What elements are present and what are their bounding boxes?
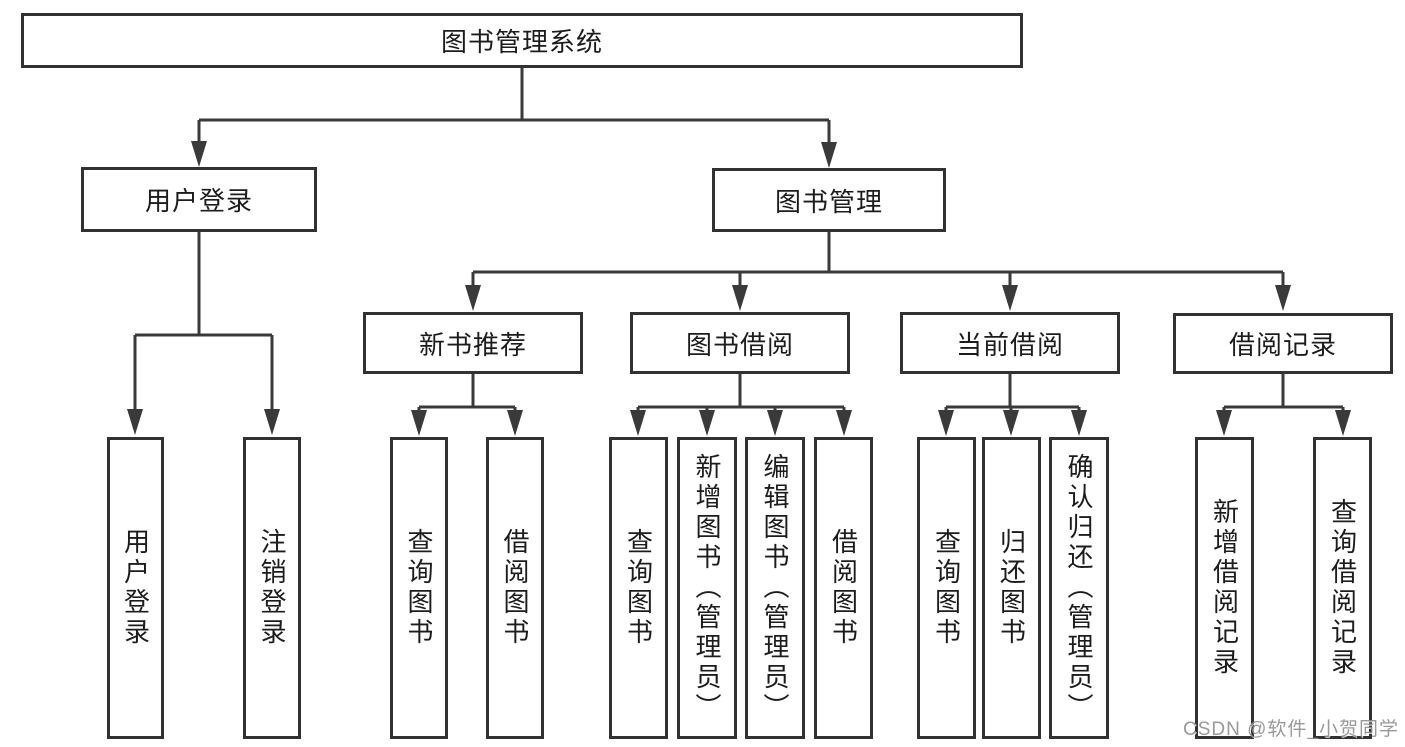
leaf-borrow-books-recommend: 借阅图书 xyxy=(486,437,544,739)
leaf-query-books-current: 查询图书 xyxy=(917,437,976,739)
leaf-query-books-recommend: 查询图书 xyxy=(390,437,448,739)
leaf-confirm-return-admin: 确认归还（管理员） xyxy=(1049,437,1109,739)
leaf-edit-book-admin: 编辑图书（管理员） xyxy=(745,437,805,739)
leaf-return-books: 归还图书 xyxy=(982,437,1041,739)
leaf-query-books-borrowing: 查询图书 xyxy=(609,437,668,739)
node-book-borrowing: 图书借阅 xyxy=(630,312,850,374)
leaf-logout: 注销登录 xyxy=(243,437,301,739)
leaf-add-borrow-record: 新增借阅记录 xyxy=(1195,437,1254,739)
node-current-borrowing: 当前借阅 xyxy=(900,312,1120,374)
leaf-user-login: 用户登录 xyxy=(107,437,164,739)
node-root: 图书管理系统 xyxy=(21,13,1023,68)
leaf-borrow-books-borrowing: 借阅图书 xyxy=(814,437,873,739)
node-user-login: 用户登录 xyxy=(81,167,317,232)
node-book-management: 图书管理 xyxy=(712,168,946,232)
node-new-book-recommend: 新书推荐 xyxy=(363,312,583,374)
leaf-add-book-admin: 新增图书（管理员） xyxy=(677,437,737,739)
csdn-watermark: CSDN @软件_小贺同学 xyxy=(1183,719,1399,740)
leaf-query-borrow-record: 查询借阅记录 xyxy=(1313,437,1372,739)
node-borrowing-records: 借阅记录 xyxy=(1173,313,1393,374)
